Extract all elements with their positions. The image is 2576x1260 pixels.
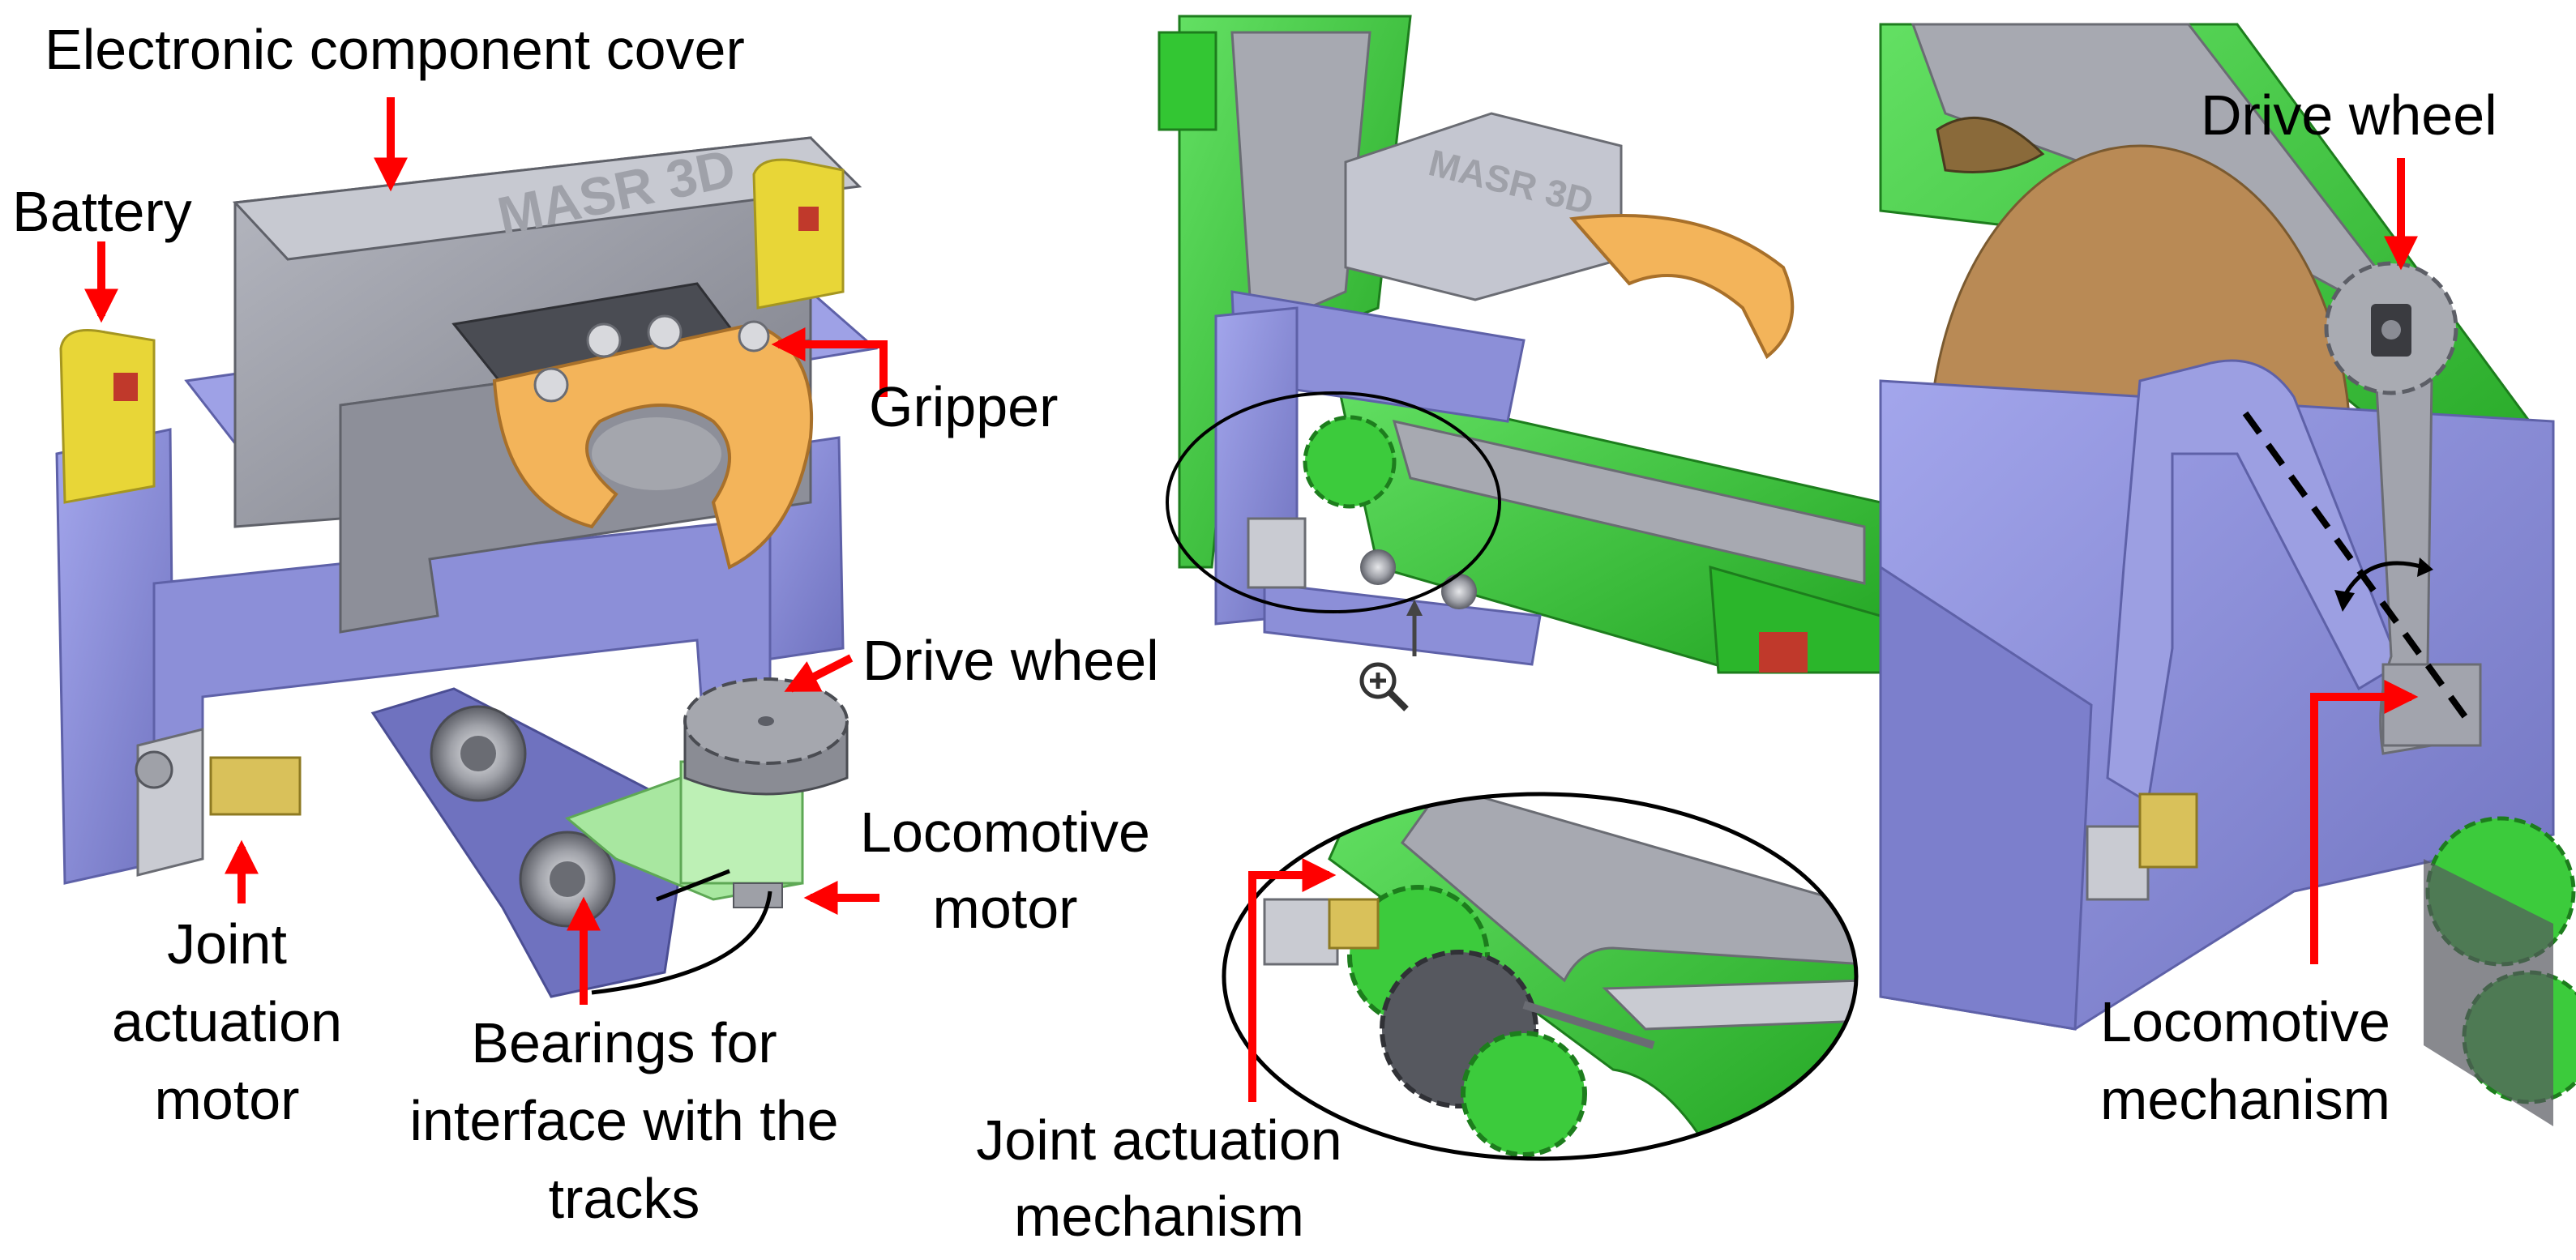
label-joint-actuation-mechanism-line1: Joint actuation [976, 1108, 1342, 1172]
label-bearings-line1: Bearings for [471, 1011, 777, 1074]
label-joint-actuation-motor-line2: actuation [111, 990, 343, 1053]
panel-locomotive-view [1879, 23, 2576, 1207]
label-battery: Battery [12, 180, 192, 243]
panel-zoom-detail [1222, 792, 1859, 1161]
battery-part [59, 158, 845, 504]
label-joint-actuation-motor-line1: Joint [167, 912, 287, 976]
label-locomotive-motor-line1: Locomotive [860, 801, 1150, 864]
label-bearings-line3: tracks [548, 1167, 700, 1230]
zoom-in-icon [1359, 662, 1409, 711]
label-locomotive-mechanism-line1: Locomotive [2100, 990, 2390, 1053]
label-drive-wheel-right: Drive wheel [2201, 83, 2497, 147]
label-gripper: Gripper [869, 375, 1059, 438]
label-locomotive-mechanism-line2: mechanism [2100, 1068, 2390, 1131]
label-joint-actuation-motor-line3: motor [154, 1068, 300, 1131]
label-drive-wheel-left: Drive wheel [862, 629, 1159, 692]
label-electronic-component-cover: Electronic component cover [45, 18, 745, 81]
label-bearings-line2: interface with the [409, 1089, 839, 1152]
label-locomotive-motor-line2: motor [932, 877, 1078, 940]
panel-joint-view: MASR 3D [1157, 15, 1882, 711]
label-joint-actuation-mechanism-line2: mechanism [1014, 1185, 1304, 1248]
panel-module-overview: MASR 3D [55, 97, 888, 1005]
drive-wheel-part-right [2324, 261, 2458, 395]
drive-wheel-part [683, 677, 849, 796]
